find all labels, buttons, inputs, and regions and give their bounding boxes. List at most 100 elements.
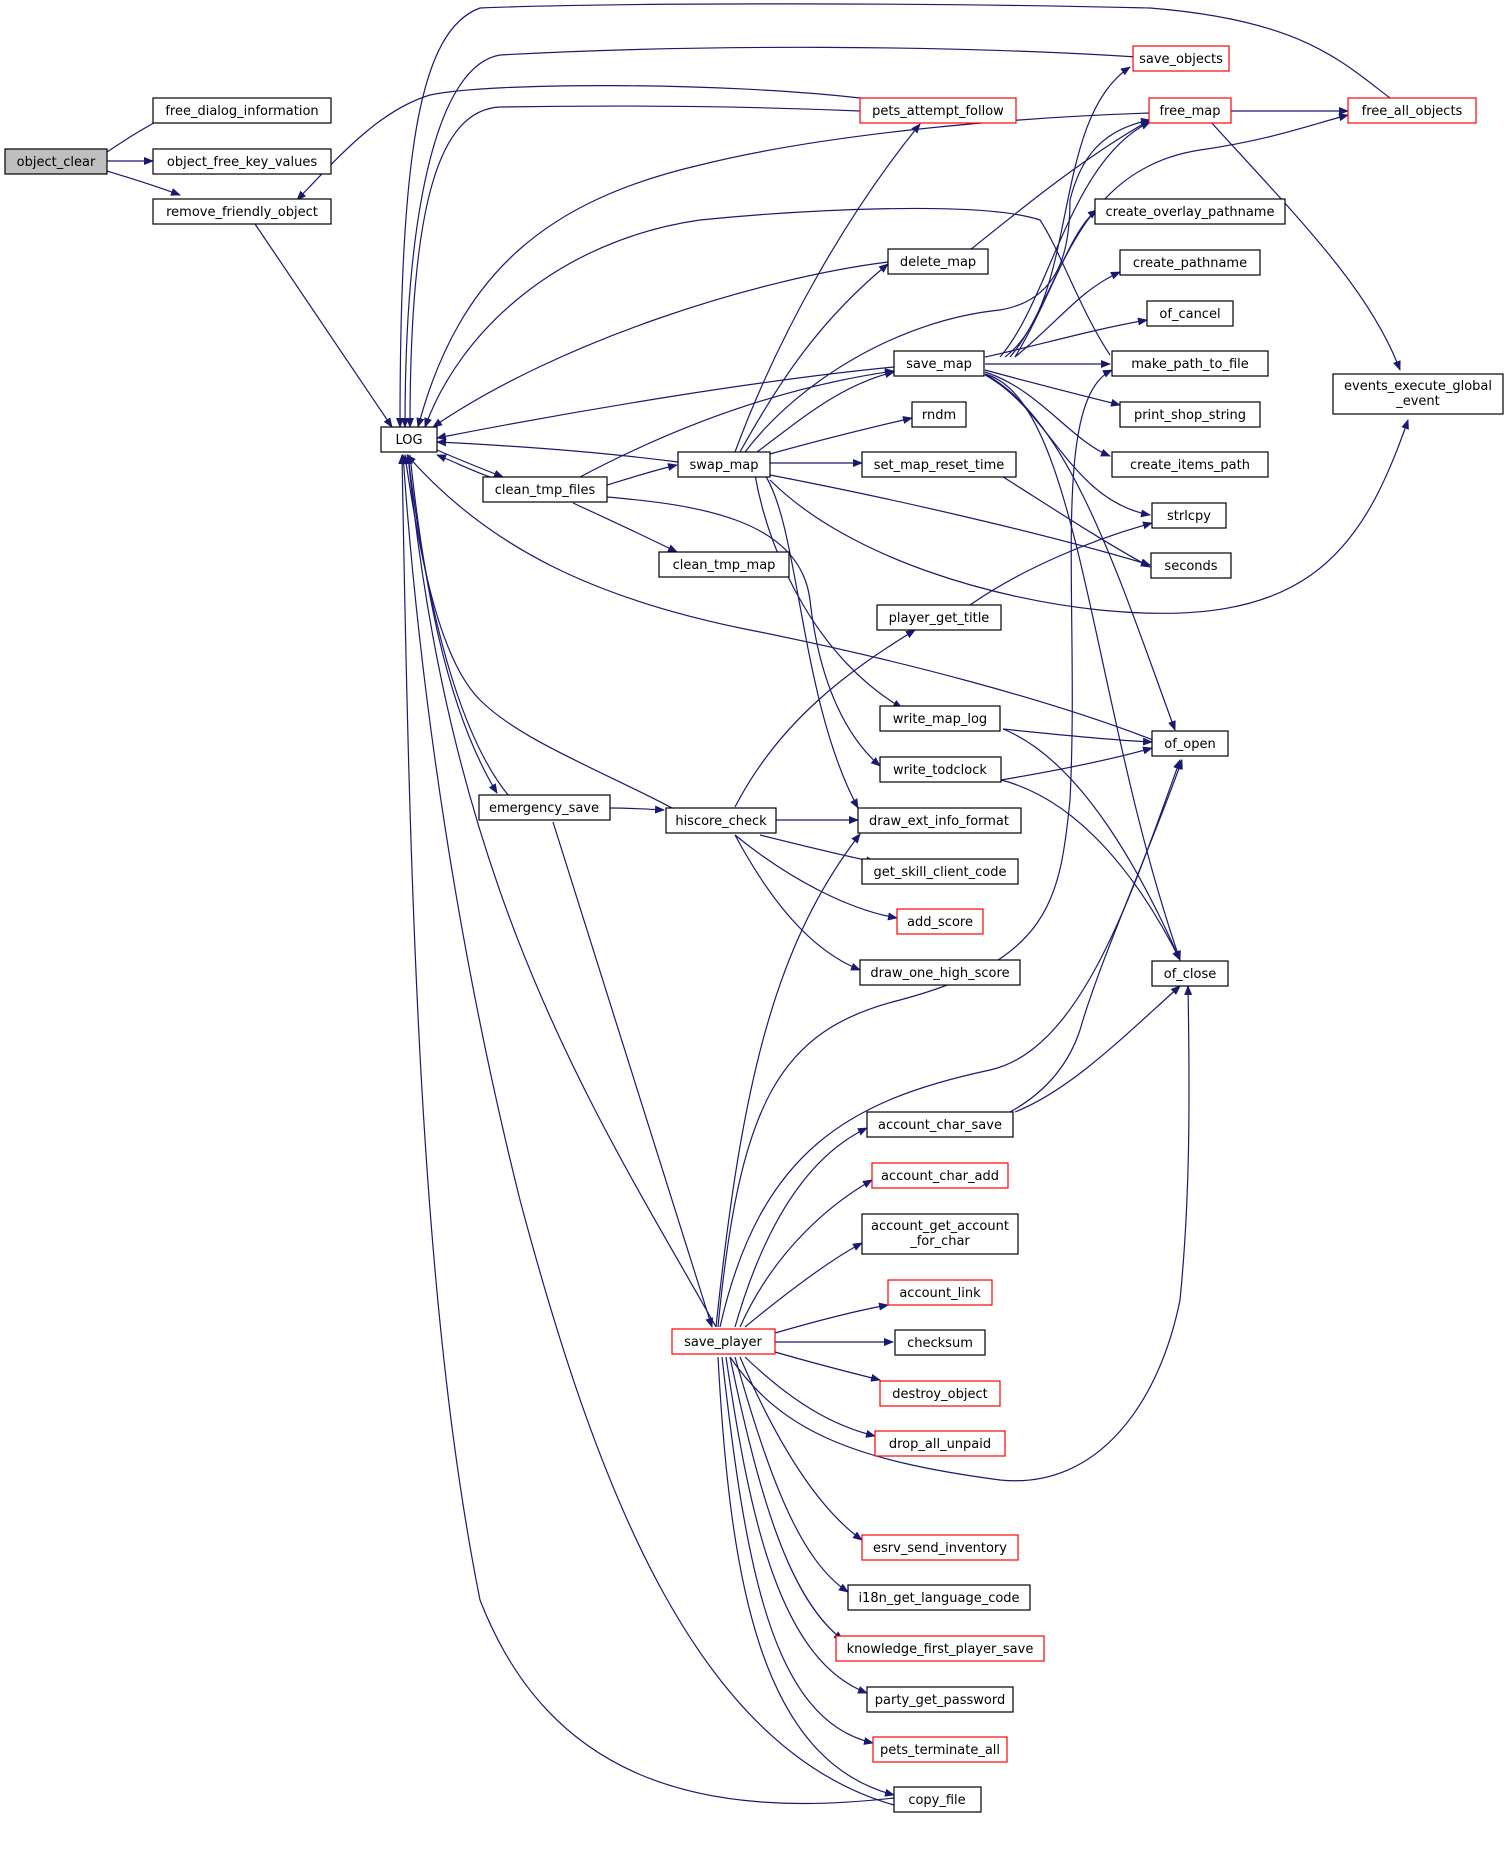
node-create_pathname[interactable]: create_pathname: [1119, 249, 1261, 276]
node-label: object_free_key_values: [167, 155, 317, 170]
node-label: hiscore_check: [675, 814, 767, 829]
node-create_items_path[interactable]: create_items_path: [1111, 451, 1269, 478]
node-account_char_add[interactable]: account_char_add: [871, 1162, 1009, 1189]
edge-clean_tmp_files-LOG: [436, 454, 491, 478]
node-party_get_password[interactable]: party_get_password: [866, 1686, 1014, 1713]
edge-object_clear-remove_friendly_object: [106, 170, 181, 196]
node-label: seconds: [1164, 559, 1217, 574]
node-make_path_to_file[interactable]: make_path_to_file: [1111, 350, 1269, 377]
edge-save_map-of_close: [984, 373, 1181, 961]
edge-save_player-of_open: [719, 759, 1181, 1328]
edge-save_objects-LOG: [401, 46, 1138, 428]
edge-write_todclock-of_open: [1000, 746, 1153, 781]
node-label: pets_terminate_all: [880, 1743, 1000, 1758]
edge-free_map-events_execute_global_event: [1209, 120, 1401, 371]
node-LOG[interactable]: LOG: [380, 426, 438, 453]
node-label: create_pathname: [1133, 256, 1247, 271]
node-esrv_send_inventory[interactable]: esrv_send_inventory: [861, 1534, 1019, 1561]
edge-swap_map-LOG: [436, 438, 679, 463]
node-account_char_save[interactable]: account_char_save: [866, 1111, 1014, 1138]
node-set_map_reset_time[interactable]: set_map_reset_time: [861, 451, 1017, 478]
node-strlcpy[interactable]: strlcpy: [1151, 502, 1227, 529]
node-player_get_title[interactable]: player_get_title: [876, 604, 1002, 631]
node-object_free_key_values[interactable]: object_free_key_values: [152, 148, 332, 175]
edge-pets_attempt_follow-remove_friendly_object: [296, 84, 861, 201]
node-free_map[interactable]: free_map: [1148, 97, 1232, 124]
node-pets_attempt_follow[interactable]: pets_attempt_follow: [859, 97, 1017, 124]
node-i18n_get_language_code[interactable]: i18n_get_language_code: [847, 1584, 1031, 1611]
node-label: free_all_objects: [1362, 104, 1463, 119]
node-pets_terminate_all[interactable]: pets_terminate_all: [872, 1736, 1008, 1763]
node-write_todclock[interactable]: write_todclock: [879, 756, 1002, 783]
edge-write_todclock-of_close: [1000, 779, 1181, 961]
node-label: strlcpy: [1167, 509, 1211, 524]
edge-save_player-draw_ext_info_format: [715, 833, 861, 1328]
node-draw_one_high_score[interactable]: draw_one_high_score: [859, 959, 1021, 986]
node-events_execute_global_event[interactable]: events_execute_global _event: [1332, 373, 1504, 415]
node-seconds[interactable]: seconds: [1150, 552, 1232, 579]
node-rndm[interactable]: rndm: [911, 401, 967, 428]
edge-hiscore_check-get_skill_client_code: [759, 834, 876, 865]
node-of_open[interactable]: of_open: [1151, 730, 1229, 757]
edge-save_map-create_overlay_pathname: [1014, 209, 1098, 358]
node-create_overlay_pathname[interactable]: create_overlay_pathname: [1094, 198, 1286, 225]
node-label: write_todclock: [893, 763, 987, 778]
node-swap_map[interactable]: swap_map: [677, 451, 771, 478]
node-add_score[interactable]: add_score: [896, 908, 984, 935]
node-draw_ext_info_format[interactable]: draw_ext_info_format: [857, 807, 1022, 834]
edge-swap_map-save_map: [756, 370, 895, 453]
node-label: of_open: [1164, 737, 1215, 752]
node-clean_tmp_files[interactable]: clean_tmp_files: [482, 476, 608, 503]
edge-account_char_save-of_open: [1009, 759, 1183, 1113]
node-destroy_object[interactable]: destroy_object: [879, 1380, 1001, 1407]
node-layer: object_clear free_dialog_information obj…: [4, 45, 1504, 1813]
node-drop_all_unpaid[interactable]: drop_all_unpaid: [874, 1430, 1006, 1457]
edge-save_player-party_get_password: [725, 1356, 868, 1694]
edge-save_map-LOG: [436, 366, 895, 441]
edge-save_map-of_open: [984, 373, 1176, 731]
edge-write_map_log-of_close: [1002, 728, 1181, 961]
edge-swap_map-draw_ext_info_format: [764, 474, 859, 809]
node-print_shop_string[interactable]: print_shop_string: [1119, 401, 1261, 428]
node-clean_tmp_map[interactable]: clean_tmp_map: [658, 551, 790, 578]
node-write_map_log[interactable]: write_map_log: [879, 705, 1001, 732]
node-label: account_char_save: [878, 1118, 1002, 1133]
node-label: player_get_title: [889, 611, 990, 626]
node-knowledge_first_player_save[interactable]: knowledge_first_player_save: [835, 1635, 1045, 1662]
edge-save_player-make_path_to_file: [717, 369, 1113, 1328]
node-of_cancel[interactable]: of_cancel: [1146, 300, 1234, 327]
edge-layer: [106, 3, 1409, 1806]
node-save_objects[interactable]: save_objects: [1132, 45, 1230, 72]
edge-save_player-account_char_add: [739, 1179, 873, 1328]
node-copy_file[interactable]: copy_file: [893, 1786, 982, 1813]
node-checksum[interactable]: checksum: [894, 1329, 986, 1356]
node-object_clear[interactable]: object_clear: [4, 148, 108, 175]
edge-LOG-emergency_save: [409, 454, 498, 794]
edge-free_all_objects-LOG: [396, 3, 1391, 428]
edge-save_map-strlcpy: [984, 374, 1151, 518]
edge-swap_map-pets_attempt_follow: [734, 123, 921, 453]
edge-hiscore_check-LOG: [402, 454, 673, 809]
node-label: object_clear: [17, 155, 96, 170]
node-account_link[interactable]: account_link: [887, 1279, 993, 1306]
node-label-line-2: _for_char: [909, 1234, 970, 1249]
node-account_get_account_for_char[interactable]: account_get_account _for_char: [861, 1213, 1019, 1255]
node-label: make_path_to_file: [1131, 357, 1249, 372]
node-free_dialog_information[interactable]: free_dialog_information: [152, 97, 332, 124]
node-delete_map[interactable]: delete_map: [887, 248, 989, 275]
node-save_player[interactable]: save_player: [671, 1328, 776, 1355]
node-label: free_map: [1159, 104, 1220, 119]
node-save_map[interactable]: save_map: [893, 350, 985, 377]
edge-swap_map-seconds: [769, 474, 1151, 567]
edge-of_open-LOG: [406, 454, 1154, 741]
node-label: esrv_send_inventory: [873, 1541, 1007, 1556]
edge-save_player-account_char_save: [734, 1127, 868, 1328]
node-remove_friendly_object[interactable]: remove_friendly_object: [152, 198, 332, 225]
node-hiscore_check[interactable]: hiscore_check: [665, 807, 777, 834]
node-get_skill_client_code[interactable]: get_skill_client_code: [861, 858, 1019, 885]
node-emergency_save[interactable]: emergency_save: [478, 794, 611, 821]
node-label-line-2: _event: [1395, 394, 1440, 409]
node-label: of_close: [1164, 967, 1217, 982]
node-of_close[interactable]: of_close: [1151, 960, 1229, 987]
node-free_all_objects[interactable]: free_all_objects: [1347, 97, 1477, 124]
